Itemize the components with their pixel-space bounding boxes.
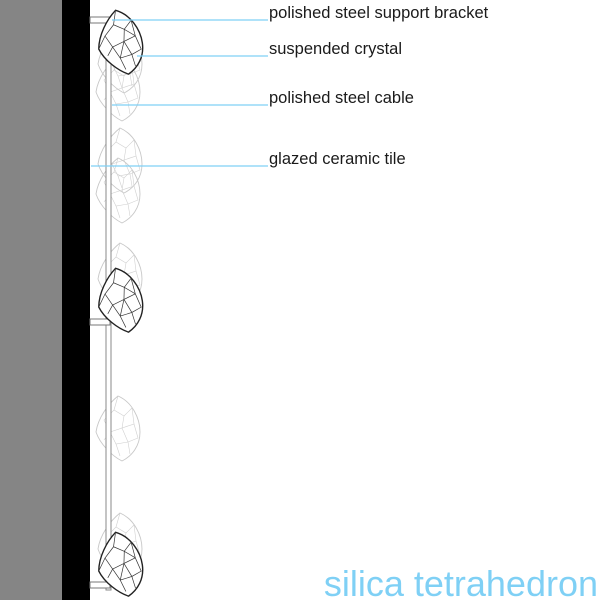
drawing-title: silica tetrahedron <box>323 563 598 604</box>
leader-lines <box>91 19 268 167</box>
label-steel-cable: polished steel cable <box>269 89 414 107</box>
suspended-crystals <box>93 6 148 600</box>
label-suspended-crystal: suspended crystal <box>269 40 402 58</box>
substrate-wall <box>0 0 62 600</box>
label-support-bracket: polished steel support bracket <box>269 4 489 22</box>
ceramic-tile-layer <box>62 0 90 600</box>
label-ceramic-tile: glazed ceramic tile <box>269 150 406 168</box>
